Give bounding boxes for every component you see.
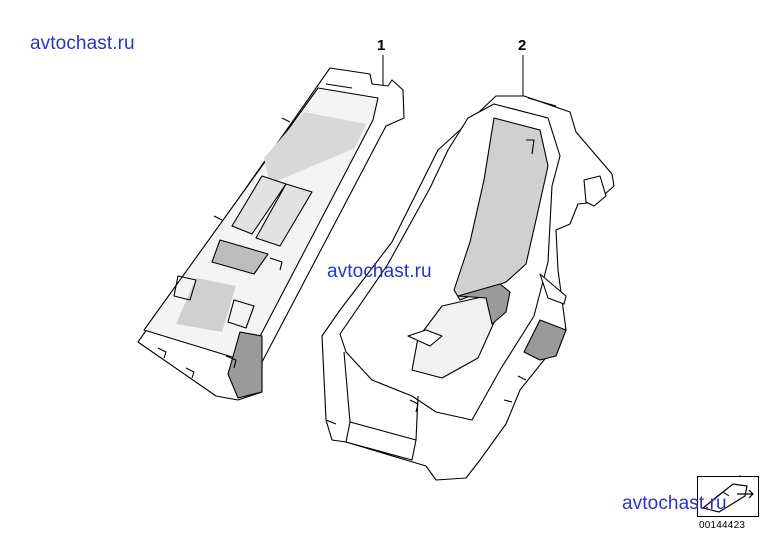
watermark-top: avtochast.ru bbox=[30, 33, 135, 54]
part-2-housing-icon bbox=[321, 95, 615, 481]
car-orientation-glyph bbox=[701, 483, 754, 513]
watermark-bottom: avtochast.ru bbox=[622, 493, 727, 514]
callout-1: 1 bbox=[377, 37, 386, 54]
part-1-tray-icon bbox=[137, 67, 405, 401]
watermark-middle: avtochast.ru bbox=[327, 261, 432, 282]
diagram-number: 00144423 bbox=[699, 520, 746, 531]
callout-2: 2 bbox=[518, 37, 527, 54]
